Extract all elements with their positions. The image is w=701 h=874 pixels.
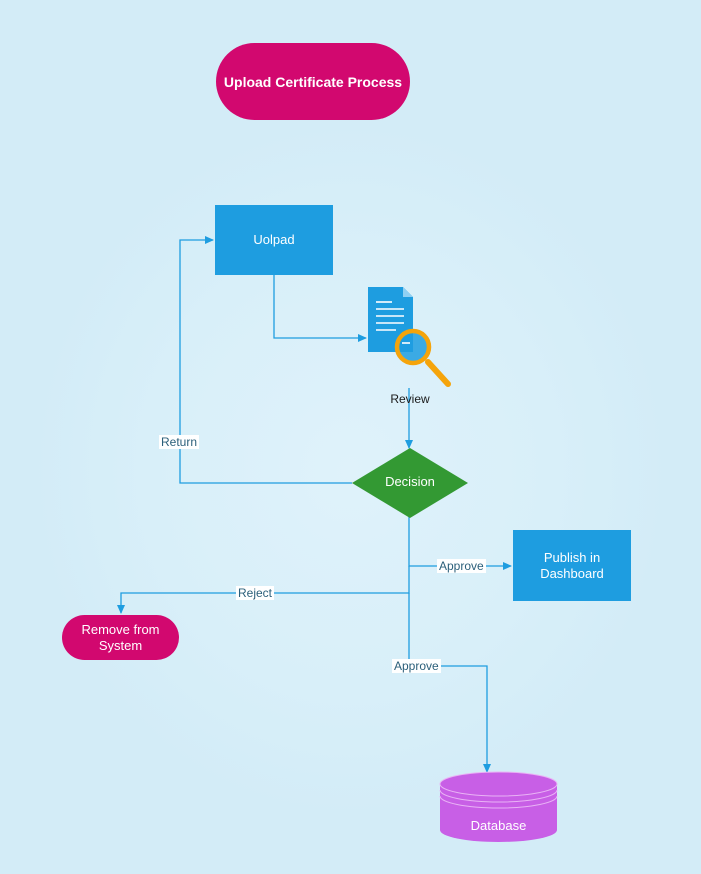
database-label: Database bbox=[470, 818, 527, 833]
upload-node: Uolpad bbox=[215, 205, 333, 275]
edge-label-approve-database: Approve bbox=[392, 659, 441, 673]
background-glow bbox=[30, 120, 670, 820]
edge-upload-to-review bbox=[273, 275, 367, 342]
publish-node: Publish in Dashboard bbox=[513, 530, 631, 601]
edge-approve-database bbox=[408, 593, 491, 773]
remove-node: Remove from System bbox=[62, 615, 179, 660]
edge-label-approve-publish: Approve bbox=[437, 559, 486, 573]
decision-label: Decision bbox=[385, 474, 435, 489]
document-search-icon bbox=[368, 287, 451, 387]
review-label: Review bbox=[390, 392, 430, 406]
database-cylinder bbox=[439, 771, 558, 843]
edge-label-return: Return bbox=[159, 435, 200, 449]
edge-label-reject: Reject bbox=[236, 586, 275, 600]
edge-return bbox=[179, 236, 352, 484]
diagram-title: Upload Certificate Process bbox=[216, 43, 410, 120]
decision-diamond bbox=[352, 448, 468, 518]
